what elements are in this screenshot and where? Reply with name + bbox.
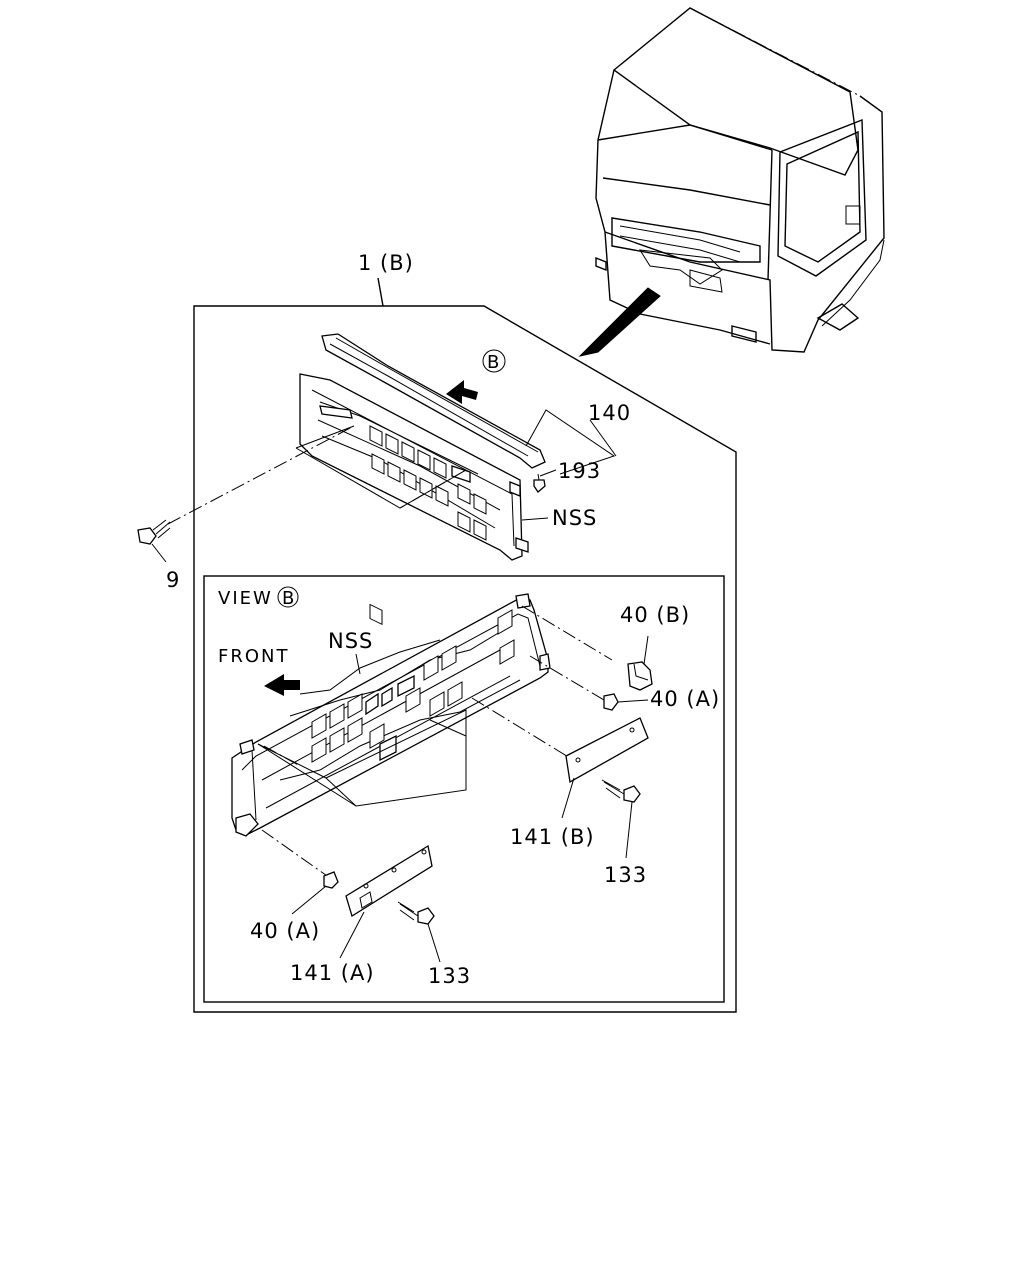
front-arrow-icon: [264, 674, 300, 696]
grille-slots: [369, 603, 383, 626]
callout-40a-left: 40 (A): [250, 919, 320, 943]
truck-cab-illustration: [578, 7, 885, 357]
callout-140: 140: [588, 401, 631, 425]
callout-40a-right: 40 (A): [650, 687, 720, 711]
callout-193: 193: [558, 459, 601, 483]
view-b-marker-icon: [482, 349, 506, 373]
view-label: VIEW: [218, 588, 273, 609]
callout-133-right: 133: [604, 863, 647, 887]
plate-141b: [561, 717, 649, 819]
callout-141a: 141 (A): [290, 961, 375, 985]
view-b-panel: VIEW B FRONT: [203, 575, 725, 1003]
callout-133-left: 133: [428, 964, 471, 988]
nut-40a-right: [603, 693, 649, 711]
clip-40b: [627, 635, 653, 691]
nut-40a-left: [291, 871, 339, 915]
plate-141a: [339, 844, 433, 959]
assembly-label: 1 (B): [358, 251, 414, 275]
callout-40b: 40 (B): [620, 603, 690, 627]
front-label: FRONT: [218, 646, 290, 667]
bolt-9: [137, 519, 171, 563]
arrow-b-letter: B: [487, 352, 501, 373]
callout-9: 9: [166, 568, 180, 592]
upper-grille-assembly: B 140 193 NSS 9: [137, 333, 631, 626]
callout-nss-view: NSS: [328, 629, 373, 653]
callout-141b: 141 (B): [510, 825, 595, 849]
callout-nss-top: NSS: [552, 506, 597, 530]
view-b-circle-icon: [277, 586, 299, 608]
clip-193: [533, 473, 546, 493]
screw-133-right: [601, 779, 641, 859]
assembly-frame: 1 (B): [193, 251, 737, 1013]
view-letter: B: [282, 588, 296, 609]
screw-133-left: [397, 901, 441, 963]
